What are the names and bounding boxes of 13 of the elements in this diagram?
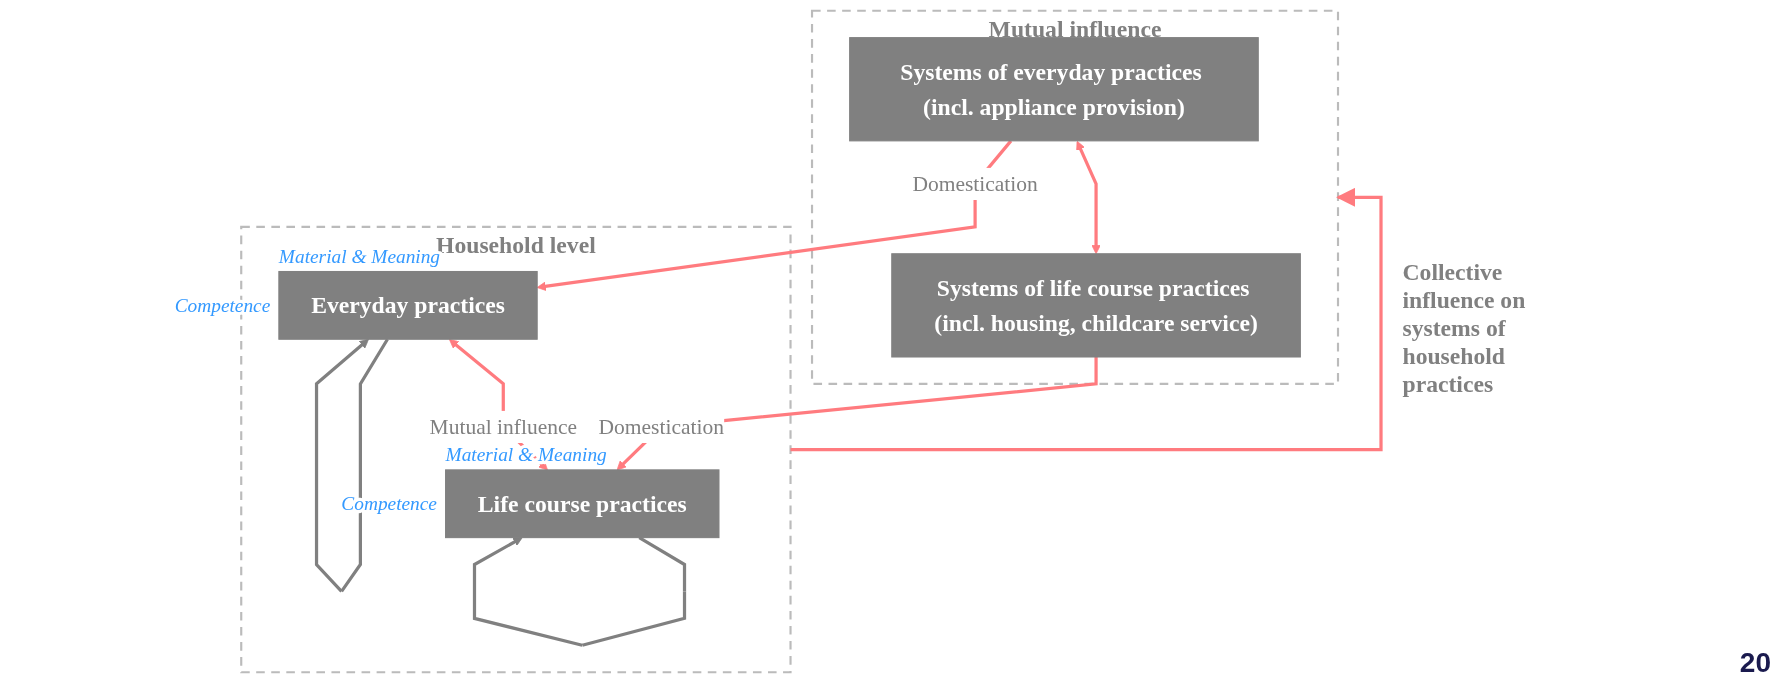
annotation-text: Competence xyxy=(174,294,271,316)
arrow xyxy=(790,187,1383,452)
edge-label: Domestication xyxy=(912,172,1038,196)
node-box: Systems of life course practices (incl. housing, childcare service) xyxy=(891,253,1301,358)
node-box: Life course practices xyxy=(445,469,720,539)
node-box: Everyday practices xyxy=(278,270,538,340)
annotation-text: Material & Meaning xyxy=(445,444,607,466)
edge-label: Mutual influence xyxy=(429,415,578,439)
arrow xyxy=(1076,140,1101,255)
node-box: Systems of everyday practices (incl. appliance provision) xyxy=(849,37,1259,142)
page-number: 20 xyxy=(1739,647,1771,679)
edge-label: Collective influence on systems of household practices xyxy=(1402,259,1526,398)
edge-label: Domestication xyxy=(598,415,724,439)
